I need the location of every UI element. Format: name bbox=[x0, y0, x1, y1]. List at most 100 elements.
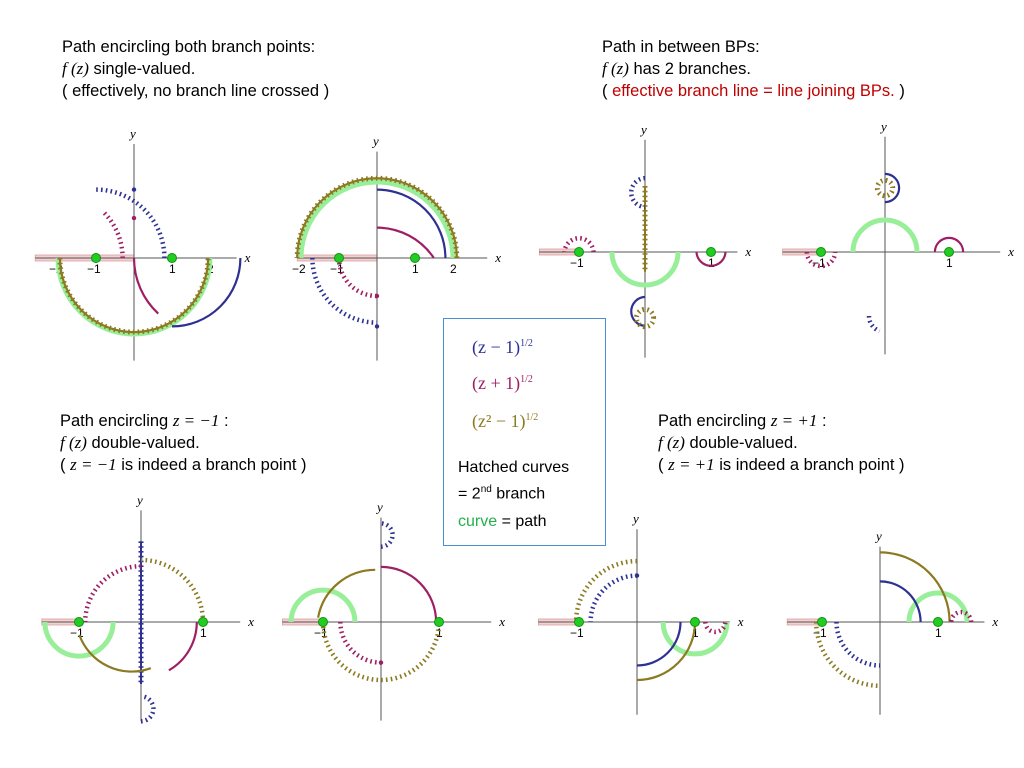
branch-point-marker bbox=[167, 253, 177, 263]
caption-text: double-valued. bbox=[684, 434, 798, 452]
branch-point-marker bbox=[434, 617, 444, 627]
fz-symbol: f (z) bbox=[60, 433, 87, 452]
f3-curve bbox=[879, 551, 951, 623]
branch-point-marker bbox=[816, 247, 826, 257]
branch-point-marker bbox=[574, 617, 584, 627]
path-curve bbox=[609, 251, 681, 288]
f3-curve bbox=[78, 634, 152, 673]
math-z: z = −1 bbox=[70, 455, 117, 474]
f2-loop-hatched bbox=[949, 609, 974, 623]
x-tick-label: 1 bbox=[935, 626, 942, 640]
legend-text: branch bbox=[491, 485, 546, 503]
caption-text: double-valued. bbox=[86, 434, 200, 452]
f2-curve bbox=[695, 251, 727, 267]
caption-encircle-minus1: Path encircling z = −1 : f (z) double-va… bbox=[60, 410, 307, 476]
x-tick-label: 1 bbox=[412, 262, 419, 276]
caption-line: Path in between BPs: bbox=[602, 38, 760, 56]
legend-f3: (z² − 1)1/2 bbox=[472, 411, 538, 432]
legend-f2-base: (z + 1) bbox=[472, 373, 521, 393]
legend-hatched-line1: Hatched curves bbox=[458, 459, 570, 476]
caption-text: Path encircling bbox=[60, 412, 173, 430]
x-axis-label: x bbox=[991, 614, 998, 629]
f1-hatched bbox=[95, 187, 167, 259]
f3-curve bbox=[636, 621, 697, 682]
x-tick-label: −1 bbox=[70, 626, 84, 640]
x-tick-label: −1 bbox=[87, 262, 101, 276]
caption-line: Path encircling both branch points: bbox=[62, 38, 316, 56]
math-z: z = −1 bbox=[172, 411, 220, 430]
x-tick-label: −1 bbox=[812, 256, 826, 270]
f2-curve bbox=[376, 226, 435, 259]
x-tick-label: 1 bbox=[169, 262, 176, 276]
f2-loop-hatched bbox=[703, 621, 728, 635]
paren: ) bbox=[894, 82, 905, 100]
f2-curve bbox=[933, 236, 965, 253]
caption-text: : bbox=[817, 412, 827, 430]
f3-hatched bbox=[294, 175, 460, 259]
f3-hatched bbox=[813, 621, 881, 689]
f2-hatched bbox=[82, 563, 142, 623]
f1-endpoint bbox=[634, 573, 640, 578]
y-axis-label: y bbox=[639, 122, 647, 137]
f1-endpoint bbox=[131, 187, 137, 192]
f1-hatched bbox=[629, 175, 646, 210]
x-tick-label: 1 bbox=[708, 256, 715, 270]
y-axis-label: y bbox=[371, 134, 379, 149]
x-axis-label: x bbox=[744, 244, 751, 259]
legend-curve-word: curve bbox=[458, 513, 498, 530]
branch-point-marker bbox=[706, 247, 716, 257]
branch-point-marker bbox=[318, 617, 328, 627]
path-curve bbox=[906, 590, 970, 623]
caption-text: Path encircling bbox=[658, 412, 771, 430]
paren: ( bbox=[602, 82, 613, 100]
f1-curve bbox=[879, 580, 922, 623]
path-curve bbox=[660, 621, 730, 657]
fz-symbol: f (z) bbox=[602, 59, 629, 78]
caption-text: is indeed a branch point ) bbox=[116, 456, 307, 474]
legend-f3-exp: 1/2 bbox=[525, 412, 539, 423]
caption-text: has 2 branches. bbox=[628, 60, 751, 78]
paren: ( bbox=[60, 456, 71, 474]
f1-hatched bbox=[834, 621, 881, 668]
f3-hatched bbox=[573, 558, 638, 623]
y-axis-label: y bbox=[879, 119, 887, 134]
fz-symbol: f (z) bbox=[62, 59, 89, 78]
f2-endpoint bbox=[131, 215, 137, 221]
y-axis-label: y bbox=[631, 511, 639, 526]
x-tick-label: 2 bbox=[450, 262, 457, 276]
f2-hatched bbox=[562, 236, 596, 253]
branch-point-marker bbox=[817, 617, 827, 627]
math-z: z = +1 bbox=[770, 411, 818, 430]
f2-hatched bbox=[336, 257, 378, 299]
f2-hatched bbox=[102, 210, 125, 259]
x-tick-label: −2 bbox=[292, 262, 306, 276]
f1-hatched bbox=[588, 573, 638, 623]
caption-text: : bbox=[219, 412, 229, 430]
plot-minus1-lower: x y −1 1 bbox=[41, 492, 254, 724]
y-axis-label: y bbox=[135, 492, 143, 507]
f3-hatched bbox=[140, 557, 206, 623]
x-tick-label: −1 bbox=[813, 626, 827, 640]
branch-point-marker bbox=[74, 617, 84, 627]
y-axis-label: y bbox=[874, 529, 882, 544]
legend-text: = 2 bbox=[458, 485, 481, 503]
x-axis-label: x bbox=[247, 614, 254, 629]
x-tick-label: −1 bbox=[330, 262, 344, 276]
x-axis-label: x bbox=[244, 250, 251, 265]
x-tick-label: 1 bbox=[436, 626, 443, 640]
legend-curve-note: curve = path bbox=[458, 511, 547, 533]
branch-point-marker bbox=[198, 617, 208, 627]
path-curve bbox=[298, 179, 456, 259]
f1-loop-hatched bbox=[140, 694, 156, 724]
y-axis-label: y bbox=[375, 500, 383, 515]
x-tick-label: 1 bbox=[200, 626, 207, 640]
branch-point-marker bbox=[91, 253, 101, 263]
x-axis-label: x bbox=[737, 614, 744, 629]
x-tick-label: 1 bbox=[946, 256, 953, 270]
f1-curve bbox=[376, 188, 447, 259]
caption-line: ( effectively, no branch line crossed ) bbox=[62, 82, 330, 100]
f1-curve bbox=[636, 621, 682, 667]
paren: ( bbox=[658, 456, 669, 474]
